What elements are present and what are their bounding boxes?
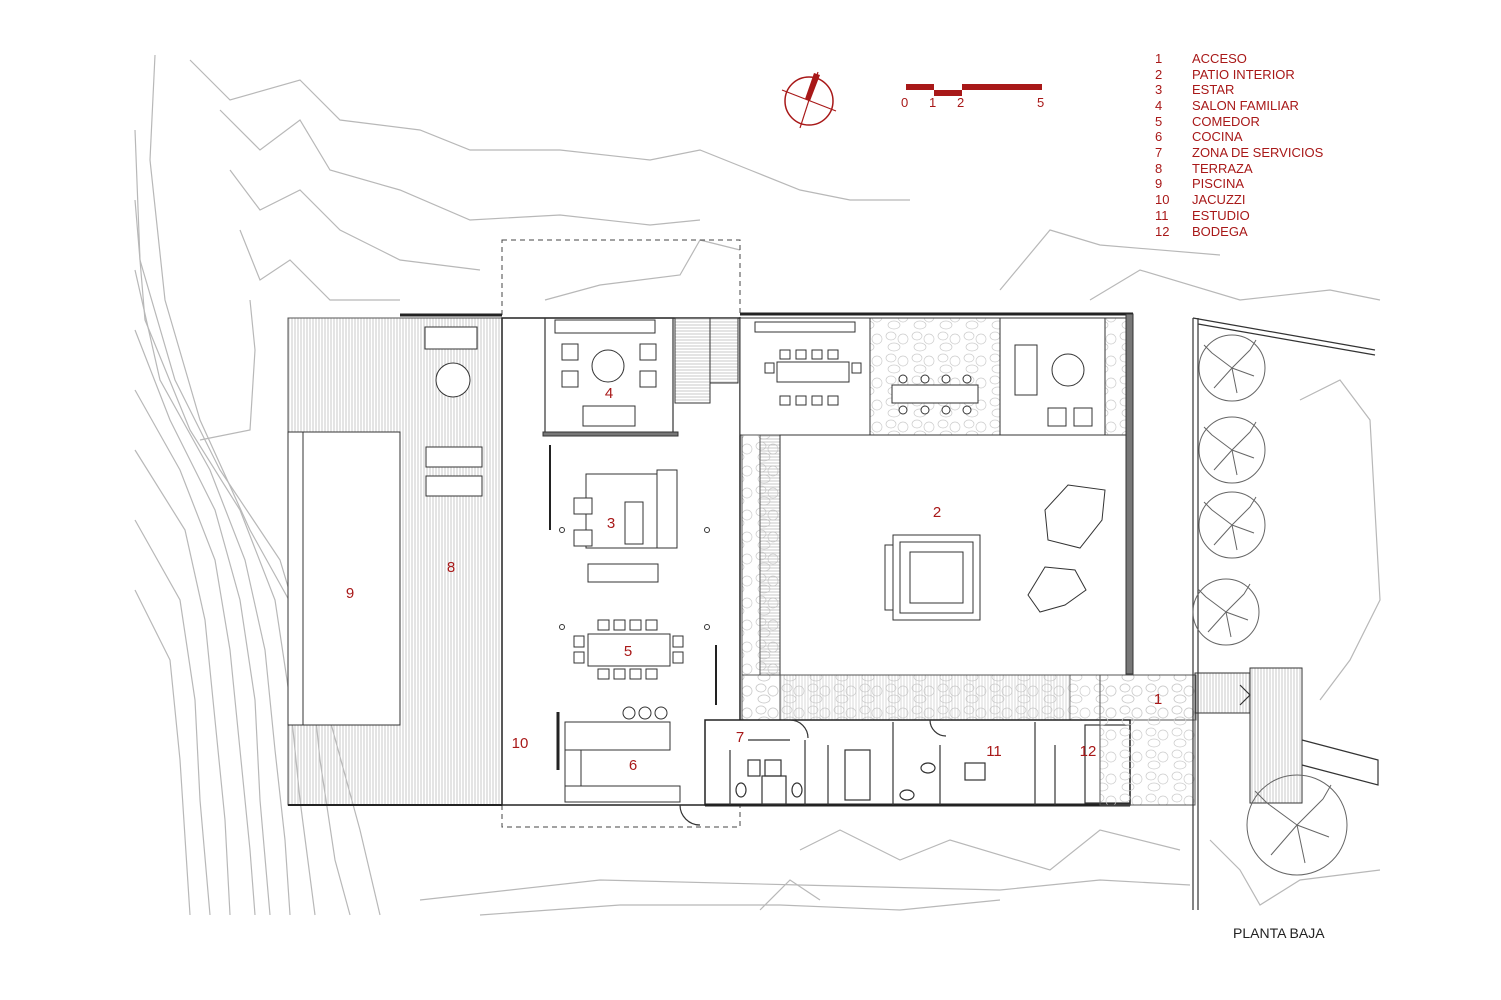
scale-tick: 2 bbox=[957, 95, 964, 110]
legend-label: PISCINA bbox=[1192, 176, 1244, 191]
legend-label: COMEDOR bbox=[1192, 114, 1260, 129]
legend-num: 4 bbox=[1155, 98, 1162, 113]
legend-num: 11 bbox=[1155, 208, 1169, 223]
legend-label: ZONA DE SERVICIOS bbox=[1192, 145, 1324, 160]
room-label-estudio: 11 bbox=[986, 743, 1002, 760]
legend-label: PATIO INTERIOR bbox=[1192, 67, 1295, 82]
room-label-jacuzzi: 10 bbox=[512, 735, 529, 752]
scale-tick: 0 bbox=[901, 95, 908, 110]
room-label-bodega: 12 bbox=[1080, 743, 1097, 760]
room-label-acceso: 1 bbox=[1154, 691, 1162, 708]
room-label-piscina: 9 bbox=[346, 585, 354, 602]
legend-num: 2 bbox=[1155, 67, 1162, 82]
legend-num: 8 bbox=[1155, 161, 1162, 176]
legend-label: ESTUDIO bbox=[1192, 208, 1250, 223]
legend-num: 9 bbox=[1155, 176, 1162, 191]
scale-tick: 1 bbox=[929, 95, 936, 110]
topography-contours bbox=[134, 54, 1381, 916]
legend-num: 5 bbox=[1155, 114, 1162, 129]
legend: 1 ACCESO 2 PATIO INTERIOR 3 ESTAR 4 SALON FA… bbox=[1155, 51, 1324, 239]
room-label-comedor: 5 bbox=[624, 643, 632, 660]
legend-label: ESTAR bbox=[1192, 82, 1234, 97]
legend-num: 10 bbox=[1155, 192, 1169, 207]
legend-label: COCINA bbox=[1192, 129, 1243, 144]
room-label-cocina: 6 bbox=[629, 757, 637, 774]
legend-num: 7 bbox=[1155, 145, 1162, 160]
room-label-patio: 2 bbox=[933, 504, 941, 521]
legend-label: SALON FAMILIAR bbox=[1192, 98, 1299, 113]
legend-num: 12 bbox=[1155, 224, 1169, 239]
room-label-servicios: 7 bbox=[736, 729, 744, 746]
scale-tick: 5 bbox=[1037, 95, 1044, 110]
north-arrow-icon bbox=[781, 71, 837, 129]
legend-label: ACCESO bbox=[1192, 51, 1247, 66]
drawing-title: PLANTA BAJA bbox=[1233, 925, 1325, 941]
service-wing bbox=[704, 719, 1131, 806]
room-label-terraza: 8 bbox=[447, 559, 455, 576]
legend-label: JACUZZI bbox=[1192, 192, 1245, 207]
trees bbox=[1192, 334, 1348, 876]
room-labels: 1 2 3 4 5 6 7 8 9 10 11 12 bbox=[346, 385, 1162, 774]
legend-num: 1 bbox=[1155, 51, 1162, 66]
legend-label: BODEGA bbox=[1192, 224, 1248, 239]
room-label-estar: 3 bbox=[607, 515, 615, 532]
legend-label: TERRAZA bbox=[1192, 161, 1253, 176]
scale-bar: 0 1 2 5 bbox=[901, 84, 1044, 110]
room-label-salon: 4 bbox=[605, 385, 613, 402]
legend-num: 6 bbox=[1155, 129, 1162, 144]
legend-num: 3 bbox=[1155, 82, 1162, 97]
